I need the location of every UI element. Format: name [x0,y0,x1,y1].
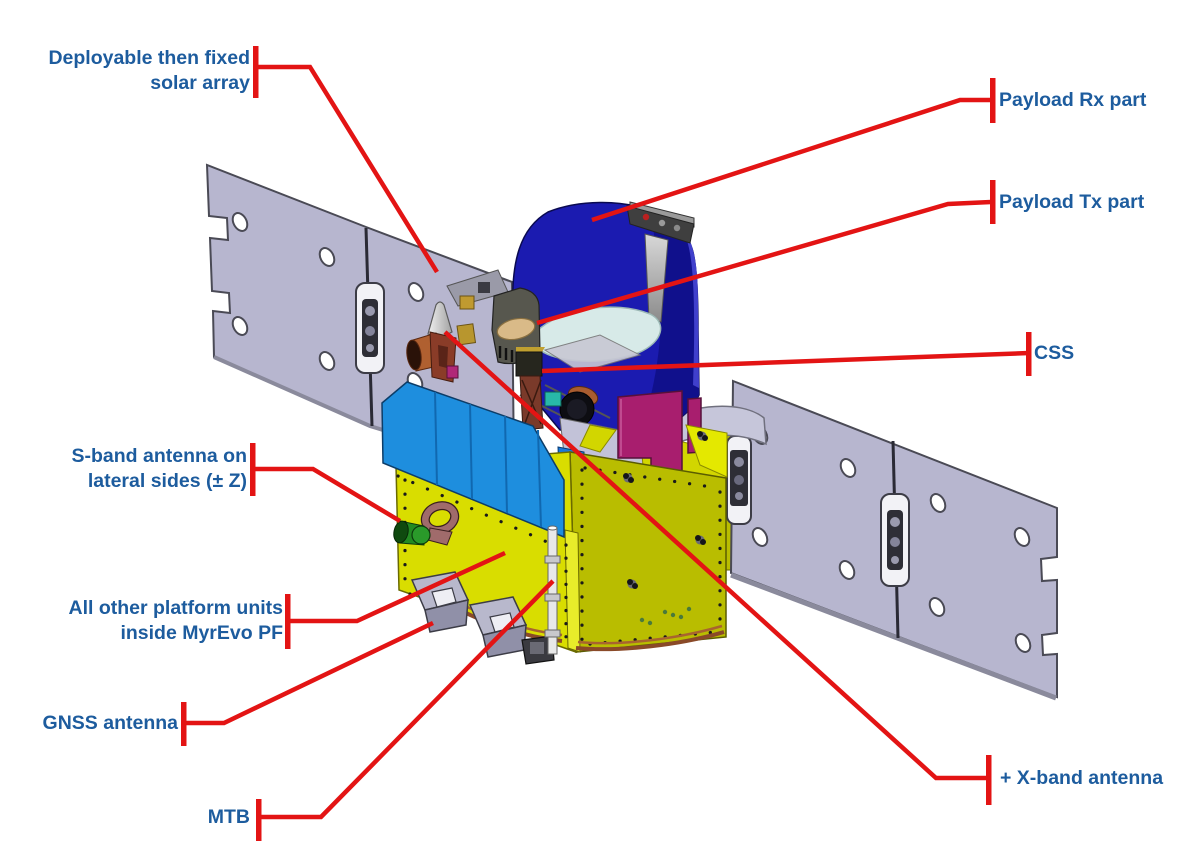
leader-s-band [253,466,402,523]
s-band-antenna [393,501,460,546]
callout-mtb-line1: MTB [207,806,250,828]
callout-payload-rx: Payload Rx part [999,88,1146,113]
leader-platform-units [288,550,506,624]
leader-payload-rx [591,97,991,223]
callout-css: CSS [1034,341,1074,366]
callout-platform-units-line1: All other platform units [68,597,284,619]
side-panel-blue [381,381,565,539]
callout-gnss: GNSS antenna [43,711,178,736]
mtb-rod [544,525,561,655]
callout-x-band: + X-band antenna [1000,766,1163,791]
callout-solar-array-line1: Deployable then fixed [48,47,250,69]
callout-mtb: MTB [208,805,250,830]
solar-panel-hinge-middle [880,493,910,587]
callout-payload-tx-line1: Payload Tx part [999,191,1145,213]
solar-array-right [711,379,1058,701]
payload-tx-feed [491,287,541,365]
callout-platform-units: All other platform units inside MyrEvo P… [69,596,284,646]
leader-mtb [259,579,555,820]
leader-gnss [184,620,434,726]
callout-solar-array: Deployable then fixed solar array [48,46,250,96]
callout-s-band: S-band antenna on lateral sides (± Z) [72,444,248,494]
leader-css [541,350,1030,374]
solar-panel-hinge-root [726,435,752,525]
leader-payload-tx [536,199,992,326]
leader-x-band [443,330,989,781]
telescope-barrel [559,385,599,427]
callout-s-band-line2: lateral sides (± Z) [87,470,247,492]
leader-solar-array [258,64,439,274]
callout-gnss-line1: GNSS antenna [42,712,178,734]
gnss-antennas [410,571,555,665]
equipment-cluster [406,269,642,431]
callout-payload-rx-line1: Payload Rx part [999,89,1147,111]
callout-solar-array-line2: solar array [150,72,250,94]
leader-ticks [181,46,1032,841]
solar-panel-hinge-left [355,282,385,374]
callout-payload-tx: Payload Tx part [999,190,1144,215]
callout-platform-units-line2: inside MyrEvo PF [120,622,283,644]
callout-s-band-line1: S-band antenna on [71,445,248,467]
callout-x-band-line1: + X-band antenna [1000,767,1164,789]
callout-css-line1: CSS [1034,342,1075,364]
leader-lines [184,64,1030,820]
